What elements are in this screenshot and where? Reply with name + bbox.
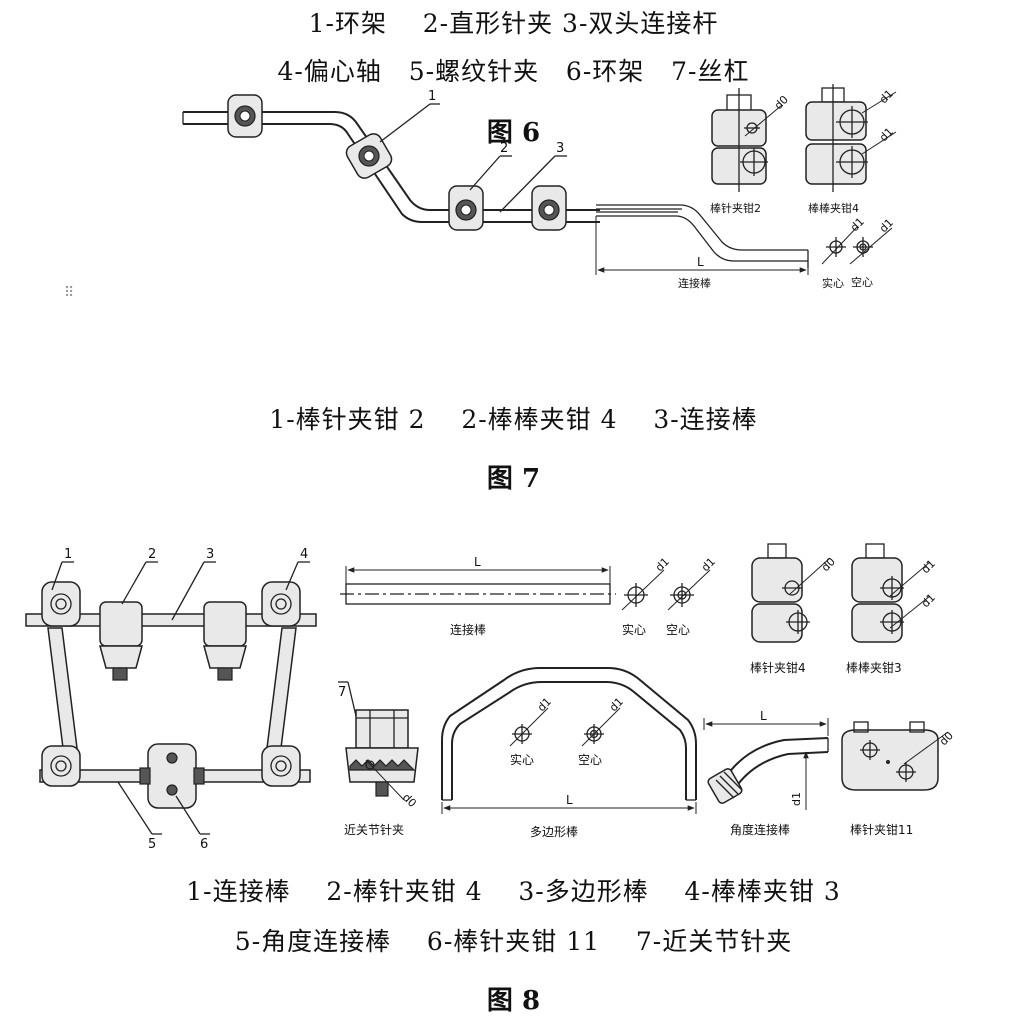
fig8-polygon-rod-drawing — [441, 667, 697, 814]
fig8-polygon-d1-hollow: d1 — [607, 695, 626, 714]
fig8-polygon-d1-solid: d1 — [535, 695, 554, 714]
fig6-legend-line2: 4-偏心轴 5-螺纹针夹 6-环架 7-丝杠 — [277, 57, 750, 86]
fig8-angle-rod-drawing — [703, 718, 829, 810]
fig8-polygon-hollow: 空心 — [578, 753, 602, 767]
fig6-callout-2: 2 — [500, 141, 508, 156]
fig8-clamp3-d1-top: d1 — [919, 557, 938, 576]
fig8-clamp11-detail — [841, 721, 949, 791]
fig8-rod-d1-solid: d1 — [653, 555, 672, 574]
fig8-callout-1: 1 — [64, 547, 72, 562]
fig8-clamp3-detail — [851, 543, 931, 643]
fig8-angle-L: L — [760, 709, 767, 723]
fig8-clamp11-label: 棒针夹钳11 — [850, 822, 913, 837]
fig8-callout-2: 2 — [148, 547, 156, 562]
fig8-polygon-L: L — [566, 793, 573, 807]
fig8-clamp4-d0: d0 — [819, 555, 838, 574]
fig8-frame-drawing — [25, 561, 317, 835]
fig8-rod-solid: 实心 — [622, 622, 646, 637]
fig6-callout-1: 1 — [428, 89, 436, 104]
fig6-clamp4-d1-top: d1 — [877, 87, 896, 106]
fig8-rod-L: L — [474, 555, 481, 569]
fig8-clamp3-d1-bottom: d1 — [919, 591, 938, 610]
fig8-straight-rod-drawing — [340, 566, 711, 611]
fig6-clamp2-d0: d0 — [772, 93, 791, 112]
fig8-title: 图 8 — [486, 986, 541, 1016]
fig8-near-joint-clamp-detail — [338, 681, 419, 801]
fig8-rod-d1-hollow: d1 — [699, 555, 718, 574]
fig8-near-joint-label: 近关节针夹 — [344, 822, 404, 837]
fig8-callout-6: 6 — [200, 837, 208, 852]
fig6-rod-label: 连接棒 — [678, 276, 711, 290]
fig8-polygon-label: 多边形棒 — [530, 825, 578, 839]
fig7-title: 图 7 — [486, 464, 541, 494]
fig6-connecting-rod-drawing — [595, 204, 893, 275]
fig6-L-label: L — [697, 255, 704, 269]
fig8-legend-line1: 1-连接棒 2-棒针夹钳 4 3-多边形棒 4-棒棒夹钳 3 — [186, 877, 841, 906]
fig6-title: 图 6 — [486, 118, 541, 148]
fig8-rod-hollow: 空心 — [666, 623, 690, 637]
fig6-frame-drawing — [182, 94, 600, 231]
fig8-callout-4: 4 — [300, 547, 308, 562]
fig8-clamp3-label: 棒棒夹钳3 — [846, 661, 902, 675]
fig6-clamp4-detail — [805, 84, 897, 192]
fig6-clamp4-label: 棒棒夹钳4 — [808, 201, 859, 215]
fig6-solid-label: 实心 — [822, 276, 844, 290]
fig6-clamp2-label: 棒针夹钳2 — [710, 201, 761, 215]
fig8-angle-label: 角度连接棒 — [730, 822, 790, 837]
fig6-clamp2-detail — [711, 88, 783, 192]
fig8-clamp11-d0: d0 — [937, 729, 956, 748]
fig8-callout-3: 3 — [206, 547, 214, 562]
fig6-d1-solid: d1 — [848, 215, 867, 234]
fig8-clamp4-detail — [751, 543, 831, 643]
fig8-near-joint-d0: d0 — [400, 791, 419, 810]
drag-handle-icon[interactable]: ⠿ — [64, 285, 75, 301]
fig6-hollow-label: 空心 — [851, 275, 873, 289]
fig6-clamp4-d1-bottom: d1 — [877, 125, 896, 144]
fig6-legend-line1: 1-环架 2-直形针夹 3-双头连接杆 — [308, 9, 719, 38]
fig8-angle-d1: d1 — [790, 792, 803, 806]
fig8-polygon-solid: 实心 — [510, 752, 534, 767]
fig8-callout-5: 5 — [148, 837, 156, 852]
fig8-rod-label: 连接棒 — [450, 622, 486, 637]
fig8-clamp4-label: 棒针夹钳4 — [750, 660, 806, 675]
fig6-callout-3: 3 — [556, 141, 564, 156]
fig6-d1-hollow: d1 — [877, 216, 896, 235]
fig8-legend-line2: 5-角度连接棒 6-棒针夹钳 11 7-近关节针夹 — [234, 927, 793, 956]
fig7-legend: 1-棒针夹钳 2 2-棒棒夹钳 4 3-连接棒 — [269, 405, 758, 434]
fig8-callout-7: 7 — [338, 685, 346, 700]
